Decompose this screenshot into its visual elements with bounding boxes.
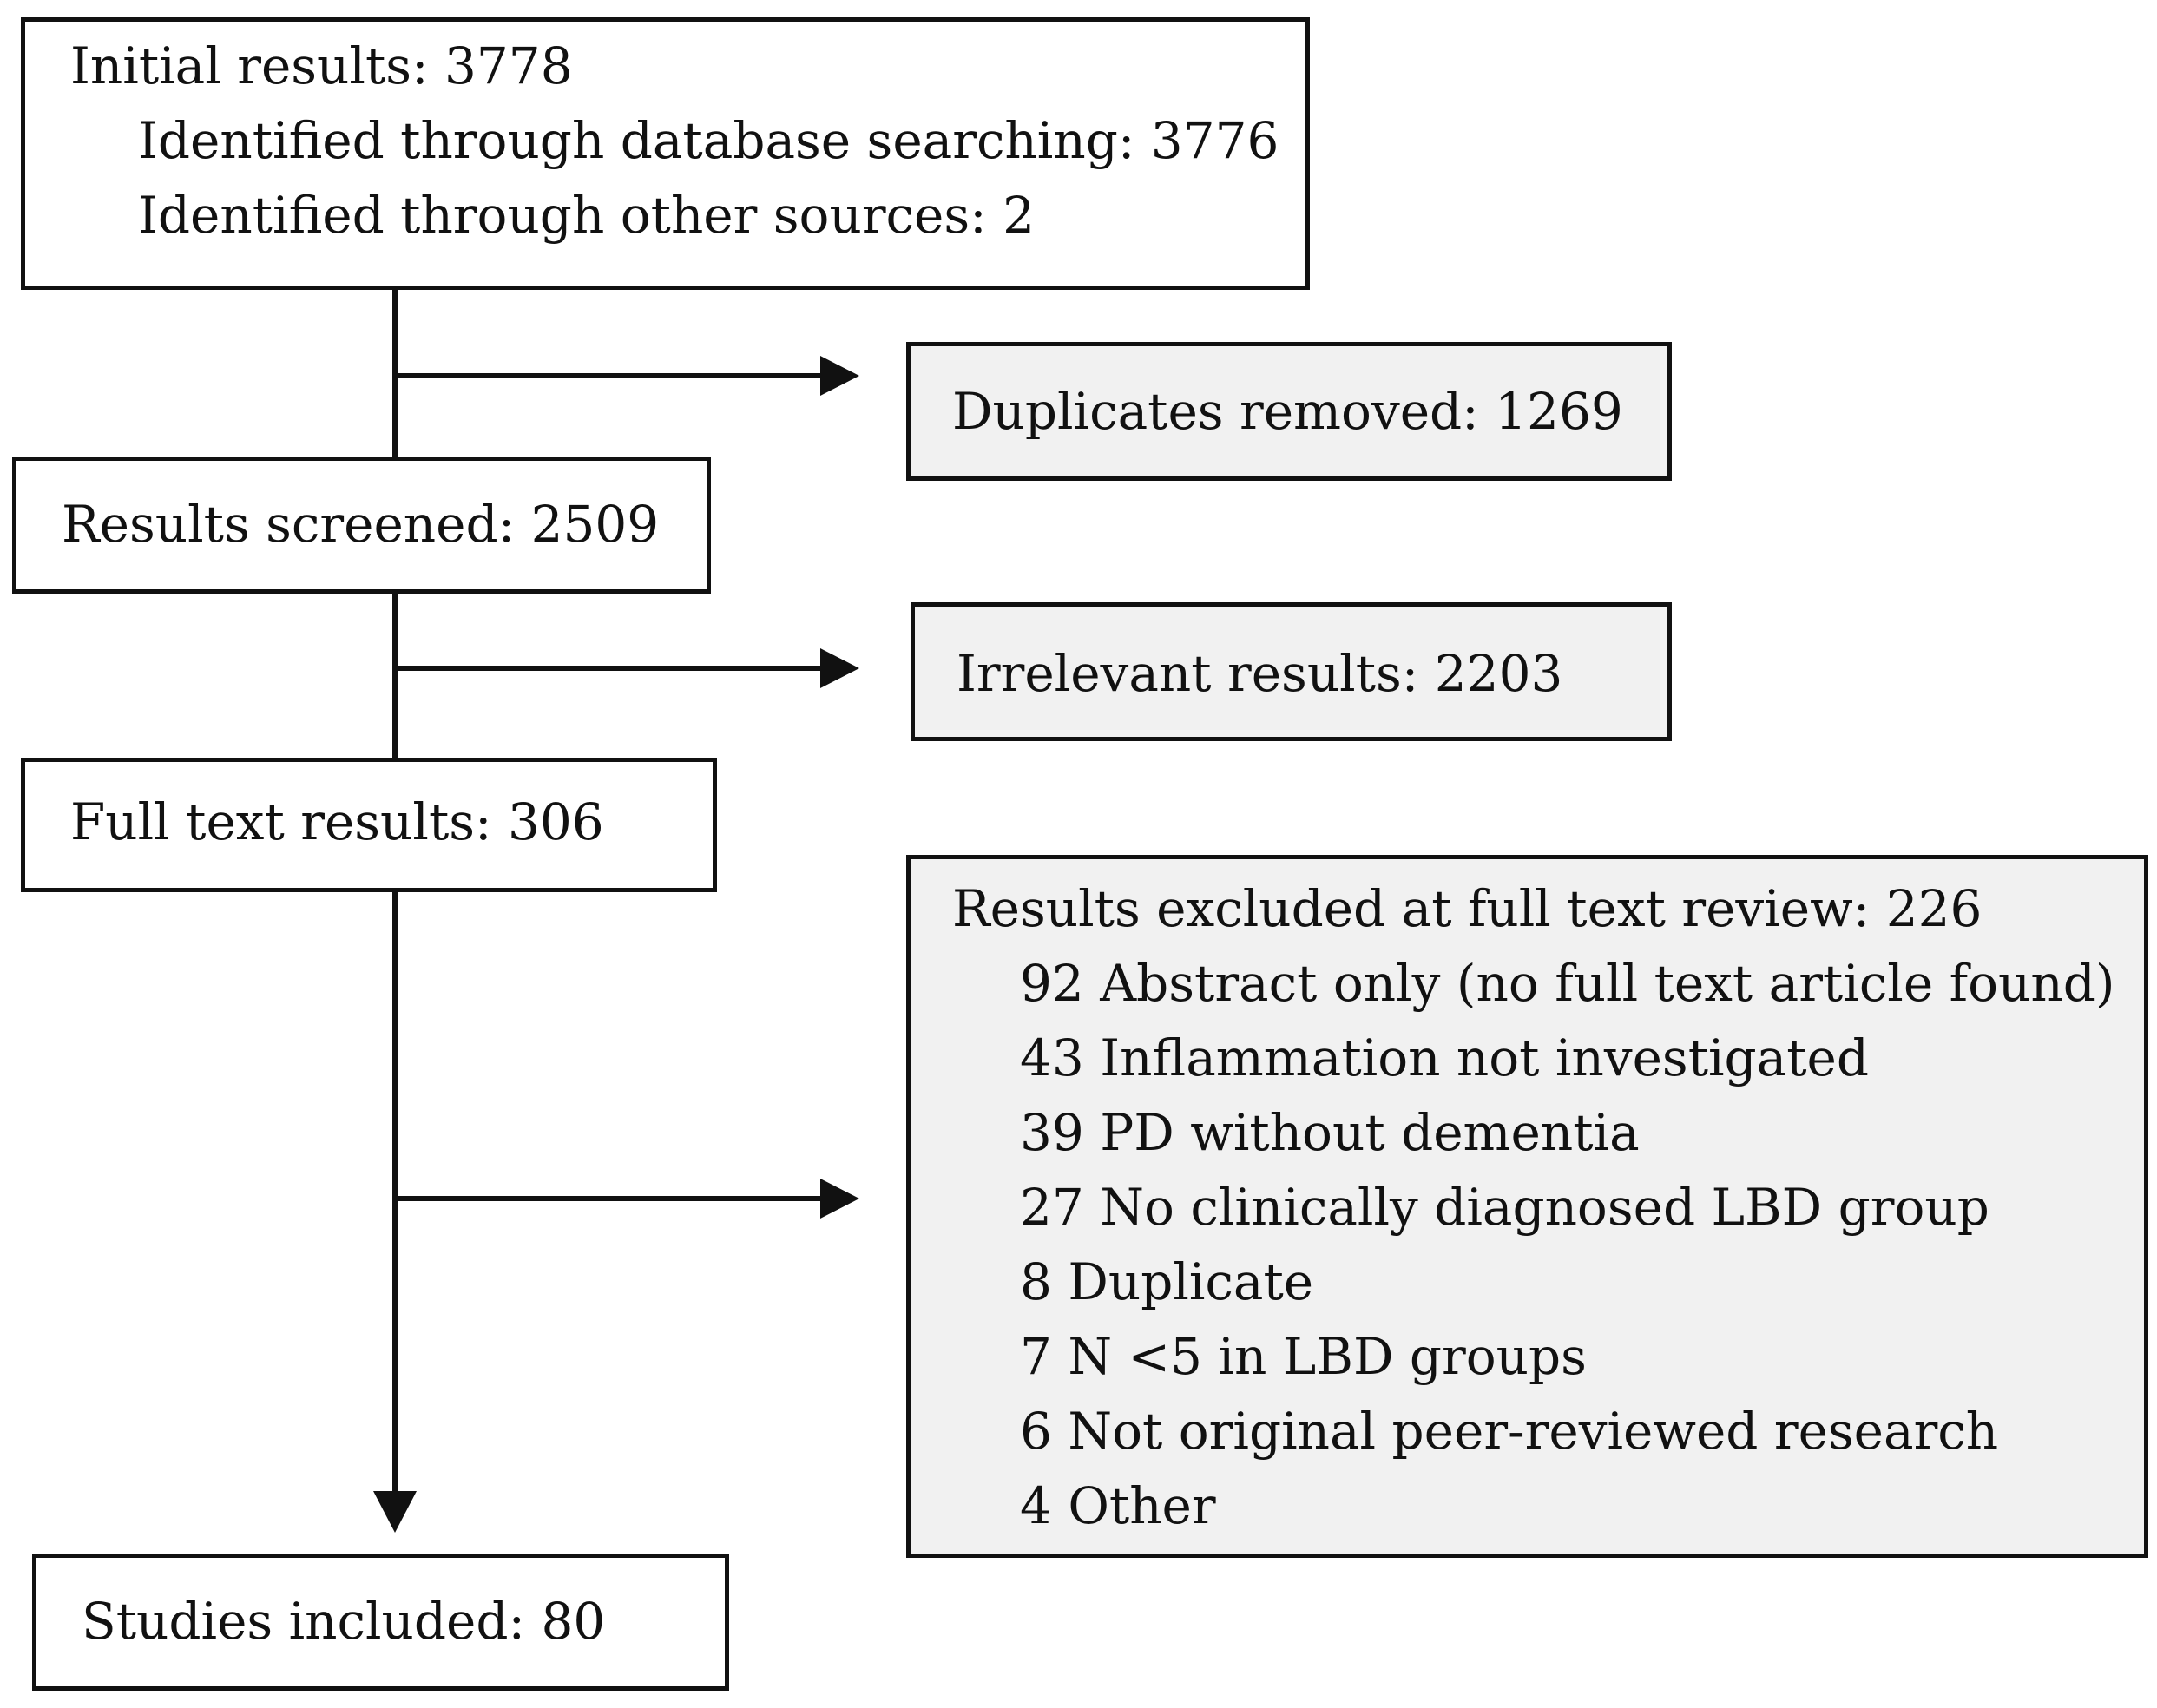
irrelevant-results-label: Irrelevant results: 2203 bbox=[957, 644, 1563, 703]
results-screened-box: Results screened: 2509 bbox=[12, 457, 711, 594]
exclusion-reason: 39 PD without dementia bbox=[1020, 1103, 1640, 1162]
exclusion-reason: 27 No clinically diagnosed LBD group bbox=[1020, 1178, 1989, 1237]
full-text-results-box: Full text results: 306 bbox=[21, 758, 717, 892]
initial-results-title: Initial results: 3778 bbox=[70, 36, 573, 95]
exclusion-reason: 92 Abstract only (no full text article f… bbox=[1020, 954, 2115, 1013]
exclusion-reason: 4 Other bbox=[1020, 1476, 1216, 1535]
studies-included-box: Studies included: 80 bbox=[32, 1554, 729, 1691]
irrelevant-results-box: Irrelevant results: 2203 bbox=[911, 602, 1672, 741]
other-sources-line: Identified through other sources: 2 bbox=[138, 186, 1036, 245]
studies-included-label: Studies included: 80 bbox=[82, 1592, 606, 1651]
full-text-results-label: Full text results: 306 bbox=[70, 792, 604, 851]
duplicates-removed-label: Duplicates removed: 1269 bbox=[952, 382, 1623, 441]
arrow-to-excluded-head bbox=[820, 1179, 859, 1219]
exclusion-reason: 6 Not original peer-reviewed research bbox=[1020, 1402, 1999, 1461]
results-screened-label: Results screened: 2509 bbox=[62, 495, 660, 554]
arrow-down-head bbox=[373, 1491, 417, 1533]
exclusion-reason: 43 Inflammation not investigated bbox=[1020, 1028, 1870, 1087]
database-searching-line: Identified through database searching: 3… bbox=[138, 111, 1279, 170]
exclusion-reason: 7 N <5 in LBD groups bbox=[1020, 1327, 1587, 1386]
arrow-to-irrelevant-head bbox=[820, 648, 859, 688]
initial-results-box: Initial results: 3778 Identified through… bbox=[21, 17, 1310, 290]
duplicates-removed-box: Duplicates removed: 1269 bbox=[906, 342, 1672, 481]
exclusion-reason: 8 Duplicate bbox=[1020, 1252, 1314, 1311]
arrow-to-duplicates-head bbox=[820, 356, 859, 396]
excluded-title: Results excluded at full text review: 22… bbox=[952, 879, 1983, 938]
excluded-full-text-box: Results excluded at full text review: 22… bbox=[906, 855, 2148, 1558]
